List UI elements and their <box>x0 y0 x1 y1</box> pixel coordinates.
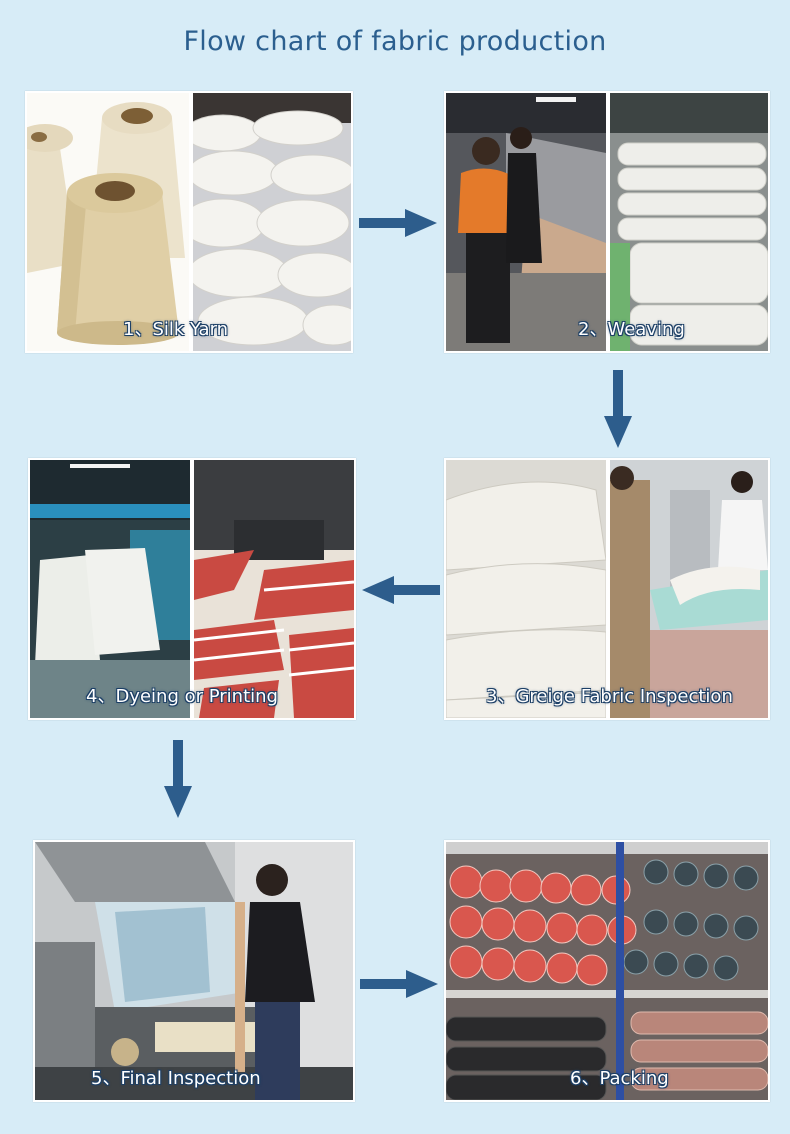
arrow-down-icon <box>604 370 632 448</box>
final-inspection-photo <box>35 842 353 1100</box>
greige-fabric-stack-photo <box>446 460 606 718</box>
step-3-label: 3、Greige Fabric Inspection <box>486 686 733 707</box>
step-2-panel: 2、Weaving <box>444 91 770 353</box>
printed-fabric-photo <box>194 460 354 718</box>
step-1-panel: 1、Silk Yarn <box>25 91 353 353</box>
step-4-panel: 4、Dyeing or Printing <box>28 458 356 720</box>
step-3-panel: 3、Greige Fabric Inspection <box>444 458 770 720</box>
page-title: Flow chart of fabric production <box>183 26 607 57</box>
greige-rolls-photo <box>610 93 768 351</box>
step-6-panel: 6、Packing <box>444 840 770 1102</box>
arrow-right-icon <box>360 970 438 998</box>
step-1-label: 1、Silk Yarn <box>123 319 229 340</box>
packed-rolls-shelves-photo <box>446 842 768 1100</box>
step-5-panel: 5、Final Inspection <box>33 840 355 1102</box>
arrow-left-icon <box>362 576 440 604</box>
dyeing-machine-photo <box>30 460 190 718</box>
step-2-label: 2、Weaving <box>578 319 685 340</box>
step-6-label: 6、Packing <box>570 1068 669 1089</box>
inspection-workers-photo <box>610 460 768 718</box>
silk-yarn-cones-photo <box>27 93 189 351</box>
weaving-workers-photo <box>446 93 606 351</box>
step-4-label: 4、Dyeing or Printing <box>86 686 278 707</box>
raw-silk-bundles-photo <box>193 93 351 351</box>
arrow-down-icon <box>164 740 192 818</box>
step-5-label: 5、Final Inspection <box>91 1068 261 1089</box>
arrow-right-icon <box>359 209 437 237</box>
